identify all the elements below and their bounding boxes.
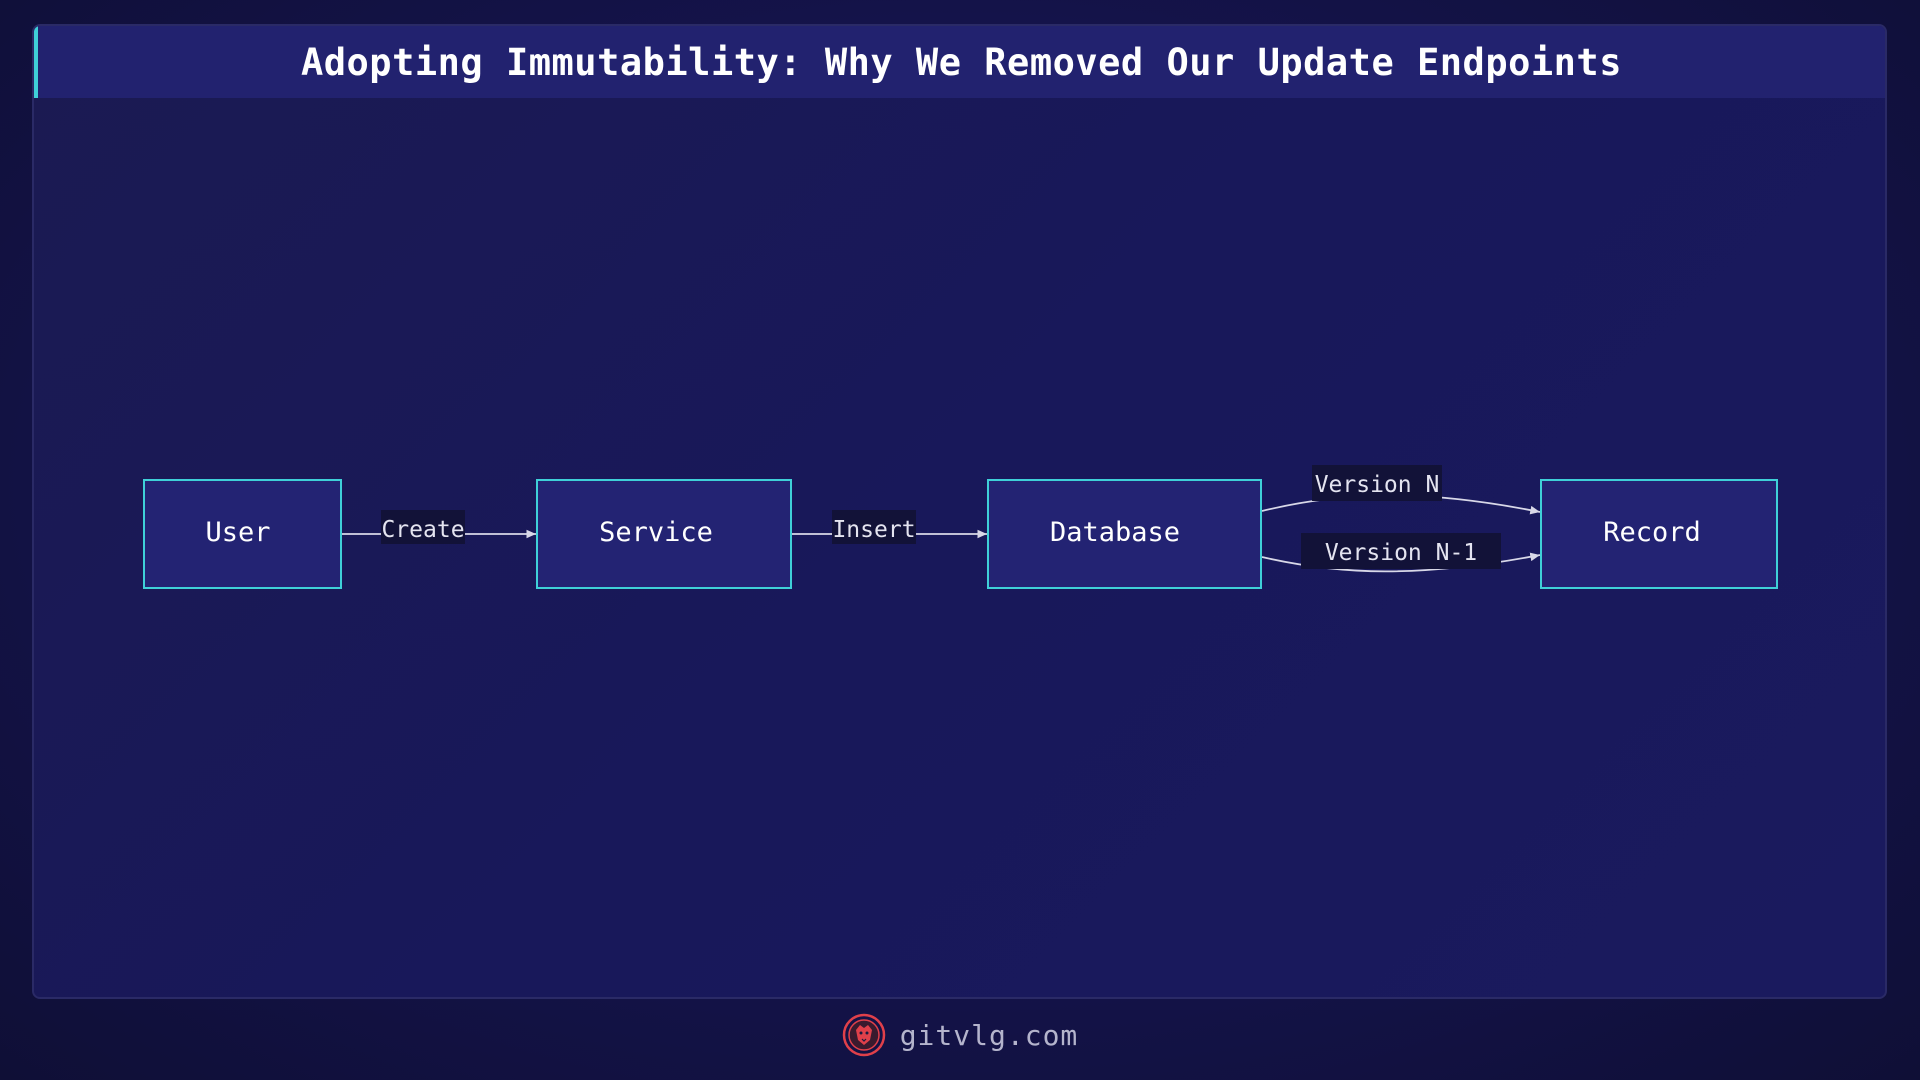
- node-database-label: Database: [1050, 517, 1180, 548]
- edge-label-insert-text: Insert: [832, 517, 915, 543]
- edge-label-version-n-1-text: Version N-1: [1325, 540, 1477, 566]
- edge-label-create: Create: [381, 510, 465, 544]
- edge-label-version-n-text: Version N: [1315, 472, 1440, 498]
- edge-label-version-n-1: Version N-1: [1301, 533, 1501, 569]
- node-user-label: User: [205, 517, 270, 548]
- flow-diagram: Create Insert Version N Version N-1 User…: [143, 465, 1778, 589]
- title-bar: Adopting Immutability: Why We Removed Ou…: [34, 26, 1885, 98]
- node-service: Service: [536, 479, 792, 589]
- node-record: Record: [1540, 479, 1778, 589]
- edge-label-insert: Insert: [832, 510, 916, 544]
- page-title: Adopting Immutability: Why We Removed Ou…: [300, 40, 1622, 84]
- node-record-label: Record: [1603, 517, 1701, 548]
- node-database: Database: [987, 479, 1262, 589]
- footer: gitvlg.com: [0, 1010, 1920, 1060]
- lion-head-icon: [842, 1013, 885, 1057]
- edge-label-version-n: Version N: [1312, 465, 1442, 501]
- footer-site-link[interactable]: gitvlg.com: [899, 1018, 1079, 1052]
- node-user: User: [143, 479, 342, 589]
- node-service-label: Service: [599, 517, 713, 548]
- edge-label-create-text: Create: [381, 517, 464, 543]
